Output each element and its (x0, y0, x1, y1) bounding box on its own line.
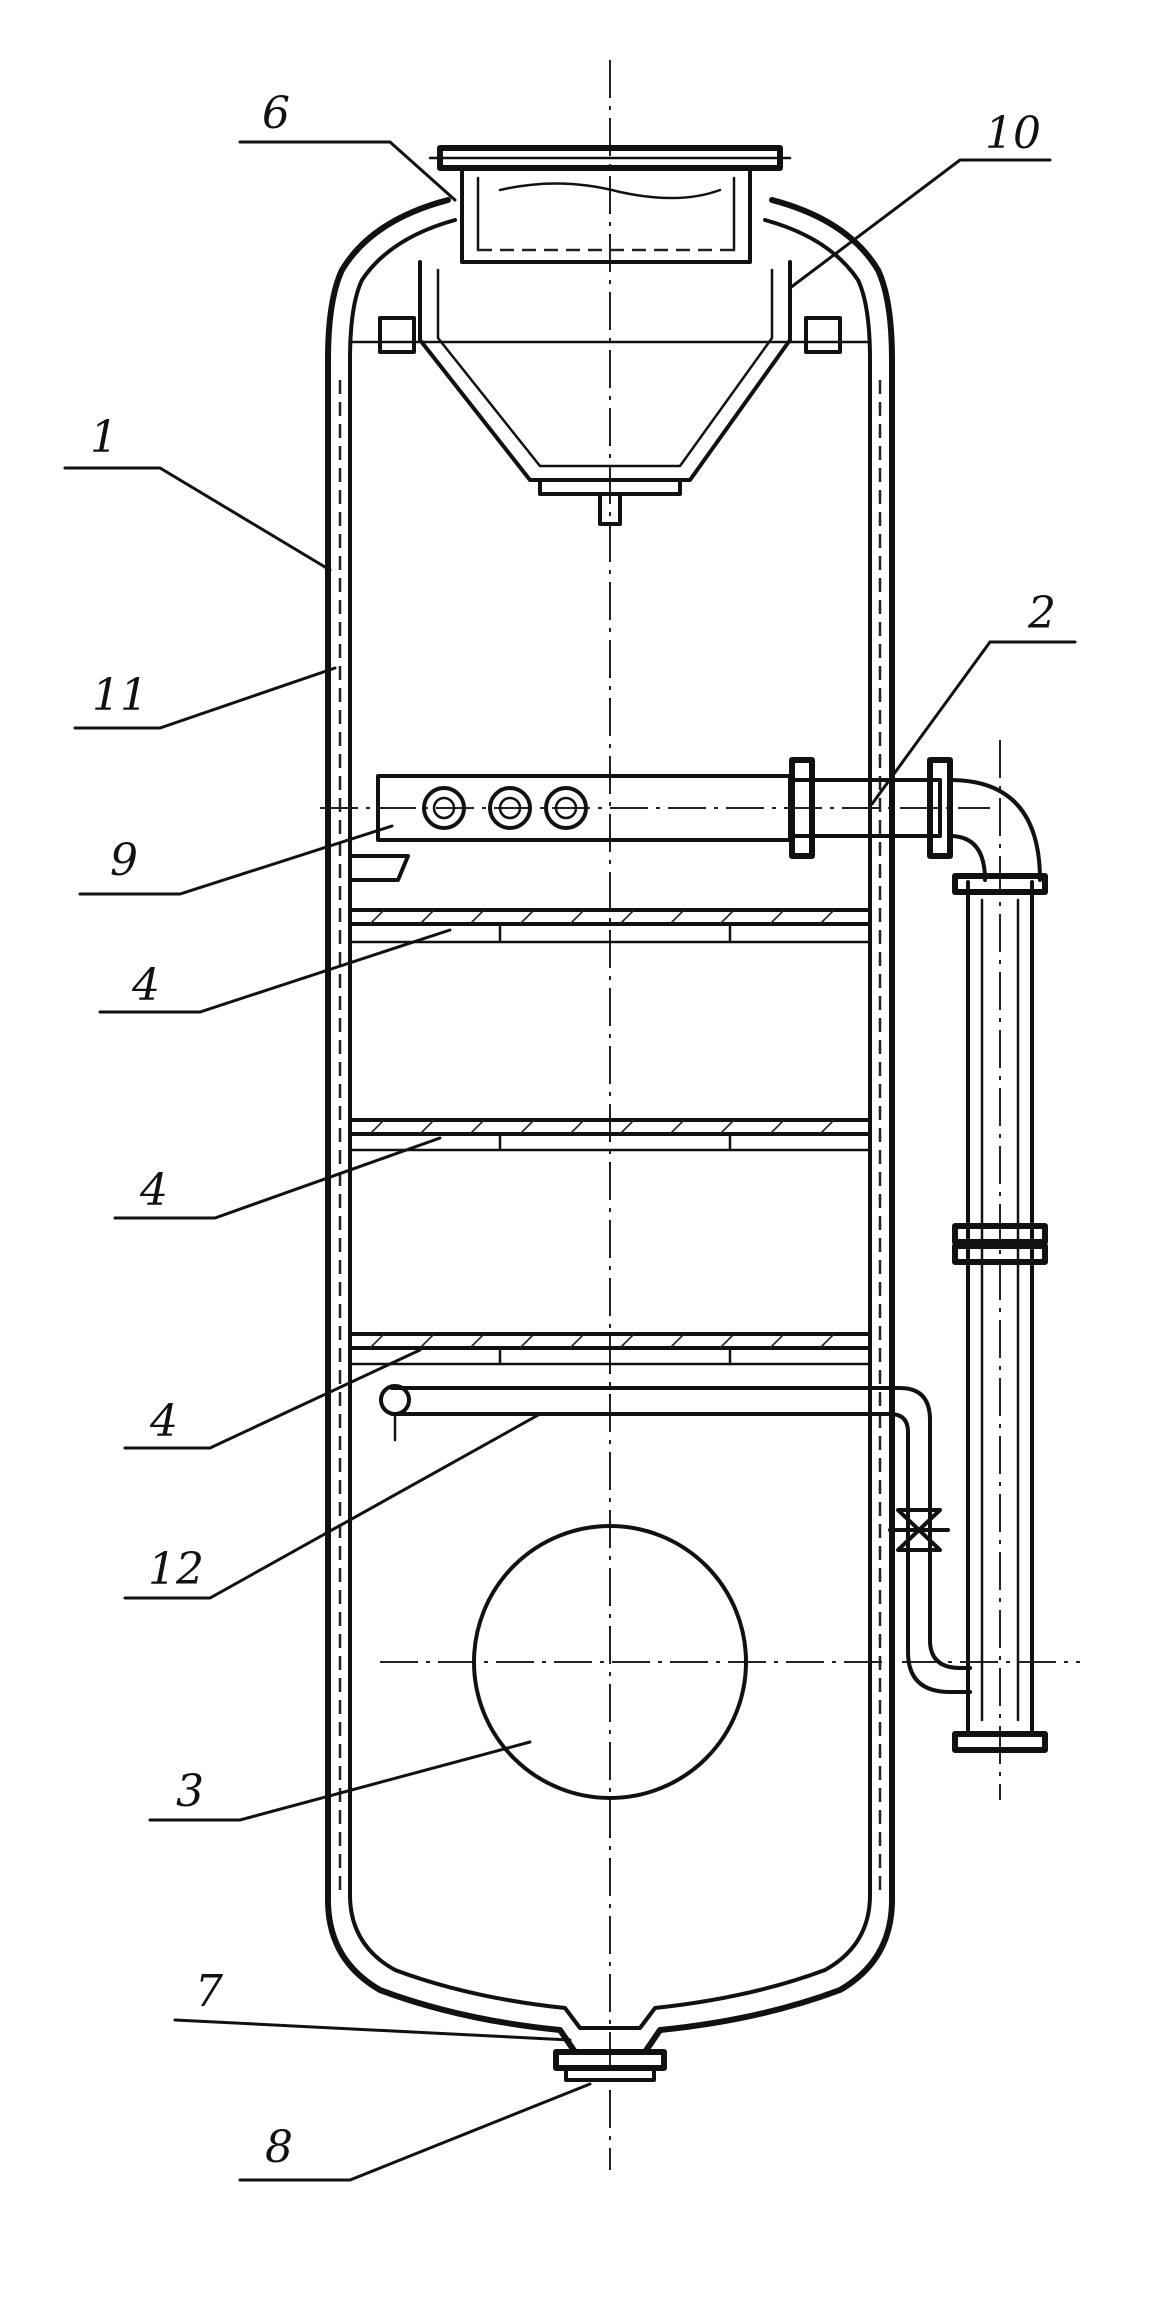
label-6: 6 (262, 88, 290, 139)
inlet-elbow (948, 778, 1042, 882)
external-pipe (966, 880, 1034, 1736)
tray-2 (348, 1118, 872, 1152)
ext-pipe-flange-bottom (952, 1731, 1048, 1753)
inlet-flange-1 (789, 757, 815, 859)
distributor-holes (422, 786, 588, 830)
top-nozzle-body (460, 166, 752, 264)
label-4-bottom: 4 (149, 1396, 178, 1447)
vessel-inner-shell (348, 218, 872, 2030)
label-4-top: 4 (131, 960, 160, 1011)
insulation-layer (338, 380, 882, 1890)
ext-pipe-flange-mid-2 (952, 1243, 1048, 1265)
ext-pipe-flange-top (952, 873, 1048, 895)
tray-1 (348, 908, 872, 944)
label-1: 1 (90, 412, 118, 463)
valve-icon (896, 1508, 942, 1552)
label-12: 12 (148, 1544, 204, 1595)
label-11: 11 (92, 670, 148, 721)
ext-pipe-flange-mid-1 (952, 1223, 1048, 1245)
label-2: 2 (1027, 588, 1056, 639)
tray-3 (348, 1332, 872, 1366)
label-10: 10 (985, 108, 1041, 159)
manhole (472, 1524, 748, 1800)
hopper-support-left (378, 316, 416, 354)
label-9: 9 (110, 835, 138, 886)
label-7: 7 (195, 1966, 223, 2017)
label-8: 8 (265, 2122, 293, 2173)
hopper-support-right (804, 316, 842, 354)
spray-pipe (390, 1386, 972, 1694)
inlet-flange-2 (927, 757, 953, 859)
label-3: 3 (176, 1766, 204, 1817)
leader-lines (63, 140, 1077, 2182)
spray-nozzle (379, 1384, 411, 1416)
label-4-middle: 4 (139, 1165, 168, 1216)
hopper-funnel (418, 260, 792, 482)
